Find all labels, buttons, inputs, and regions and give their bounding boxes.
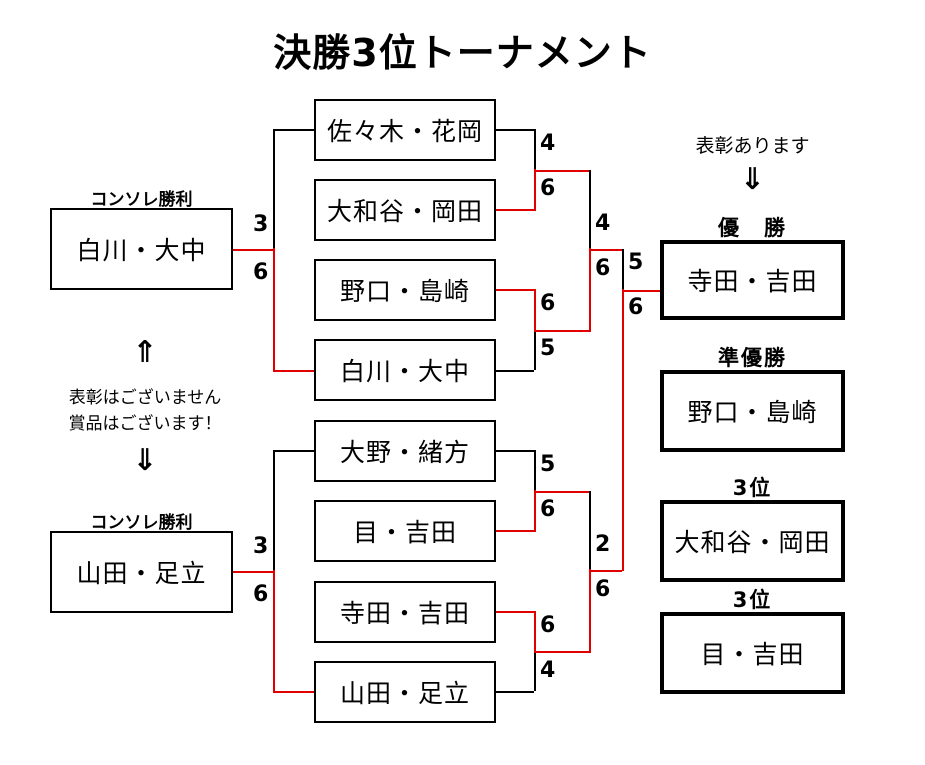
score-label: 2 [595,532,611,557]
score-label: 6 [253,260,269,285]
connector-line [496,691,534,693]
bracket-entry-box[interactable]: 目・吉田 [314,500,496,562]
result-box-third-a[interactable]: 大和谷・岡田 [660,500,845,582]
connector-line [496,370,534,372]
connector-line-winner [589,569,591,653]
result-rank-label: 3位 [732,476,773,500]
connector-line-winner [534,289,536,331]
connector-line-winner [534,491,589,493]
score-label: 6 [540,291,556,316]
connector-line [273,129,314,131]
connector-line-winner [273,370,314,372]
connector-line-winner [496,209,534,211]
consolation-bottom-caption: コンソレ勝利 [90,513,193,533]
connector-line [589,491,591,571]
connector-line-winner [534,330,589,332]
score-label: 6 [540,176,556,201]
connector-line-winner [273,248,275,371]
result-rank-label: 3位 [732,588,773,612]
connector-line-winner [496,289,534,291]
score-label: 4 [595,211,611,236]
connector-line [273,450,314,452]
award-note: 表彰あります [695,135,810,157]
score-label: 5 [540,452,556,477]
connector-line-winner [273,570,275,692]
connector-line-winner [534,170,589,172]
connector-line-winner [589,249,622,251]
score-label: 3 [253,212,269,237]
score-label: 5 [540,336,556,361]
score-label: 4 [540,658,556,683]
score-label: 6 [595,577,611,602]
connector-line [534,129,536,171]
score-label: 3 [253,534,269,559]
result-box-third-b[interactable]: 目・吉田 [660,612,845,694]
award-arrow-down-icon: ⇓ [739,162,766,197]
connector-line [534,651,536,691]
connector-line-winner [589,570,622,572]
connector-line [534,330,536,370]
connector-line-winner [622,290,660,292]
consolation-top-box[interactable]: 白川・大中 [50,208,233,290]
connector-line [589,170,591,250]
bracket-entry-box[interactable]: 佐々木・花岡 [314,99,496,161]
score-label: 5 [628,250,644,275]
consolation-top-caption: コンソレ勝利 [90,190,193,210]
consolation-bottom-box[interactable]: 山田・足立 [50,531,233,613]
connector-line [273,129,275,250]
score-label: 4 [540,131,556,156]
connector-line-winner [496,611,534,613]
page-title: 決勝3位トーナメント [273,31,652,75]
connector-line [496,450,534,452]
result-box-runner-up[interactable]: 野口・島崎 [660,370,845,452]
bracket-entry-box[interactable]: 野口・島崎 [314,259,496,321]
score-label: 6 [253,582,269,607]
connector-line-winner [534,651,589,653]
bracket-entry-box[interactable]: 白川・大中 [314,339,496,401]
bracket-entry-box[interactable]: 大和谷・岡田 [314,179,496,241]
consolation-note-line-1: 表彰はございません [68,388,222,408]
bracket-entry-box[interactable]: 寺田・吉田 [314,581,496,643]
score-label: 6 [628,295,644,320]
connector-line-winner [273,691,314,693]
bracket-entry-box[interactable]: 山田・足立 [314,661,496,723]
connector-line-winner [534,490,536,532]
consolation-note-line-2: 賞品はございます！ [68,414,222,434]
connector-line-winner [233,571,273,573]
result-rank-label: 優 勝 [718,216,787,240]
score-label: 6 [595,256,611,281]
connector-line [622,249,624,291]
result-box-champion[interactable]: 寺田・吉田 [660,240,845,320]
connector-line-winner [622,289,624,571]
connector-line-winner [496,530,534,532]
connector-line-winner [534,169,536,211]
connector-line [534,450,536,492]
connector-line-winner [233,249,273,251]
bracket-entry-box[interactable]: 大野・緒方 [314,420,496,482]
arrow-up-icon: ⇑ [132,335,158,370]
connector-line [496,129,534,131]
result-rank-label: 準優勝 [718,346,787,370]
connector-line [273,450,275,572]
score-label: 6 [540,497,556,522]
connector-line-winner [589,248,591,332]
connector-line-winner [534,611,536,653]
arrow-down-icon: ⇓ [132,443,158,478]
score-label: 6 [540,613,556,638]
